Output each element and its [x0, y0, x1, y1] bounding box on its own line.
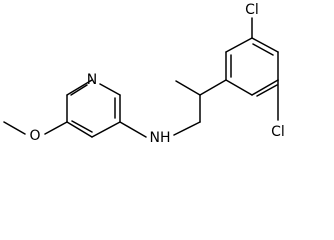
- atom-label-nh: NH: [150, 130, 171, 146]
- bond: [44, 121, 68, 135]
- bond: [3, 121, 26, 135]
- bond: [199, 79, 227, 96]
- bond: [251, 37, 279, 53]
- bond: [91, 121, 121, 138]
- bond: [251, 79, 279, 96]
- bond: [225, 79, 253, 96]
- bond: [71, 120, 93, 133]
- bond: [66, 121, 93, 138]
- bond: [99, 83, 121, 96]
- atom-label-cl-bottom: Cl: [271, 124, 285, 140]
- methoxy-group: [3, 121, 68, 135]
- bond: [252, 43, 274, 56]
- bond: [256, 84, 278, 97]
- chlorine-bonds: [251, 17, 279, 121]
- bond: [173, 121, 201, 136]
- structure-canvas: Cl Cl NH N O: [3, 2, 285, 146]
- pyridine-ring: [66, 79, 121, 138]
- atom-label-o: O: [29, 128, 40, 144]
- atom-label-cl-top: Cl: [245, 2, 259, 18]
- molecule-diagram: Cl Cl NH N O: [3, 2, 285, 146]
- ethyl-carbon: [175, 79, 227, 123]
- bond: [119, 121, 147, 138]
- amine-linker: [119, 121, 201, 138]
- benzene-ring: [225, 37, 279, 97]
- atom-label-n-ring: N: [87, 72, 97, 88]
- bond: [175, 80, 201, 96]
- bond: [66, 79, 93, 96]
- bond: [70, 84, 88, 96]
- bond: [225, 37, 253, 53]
